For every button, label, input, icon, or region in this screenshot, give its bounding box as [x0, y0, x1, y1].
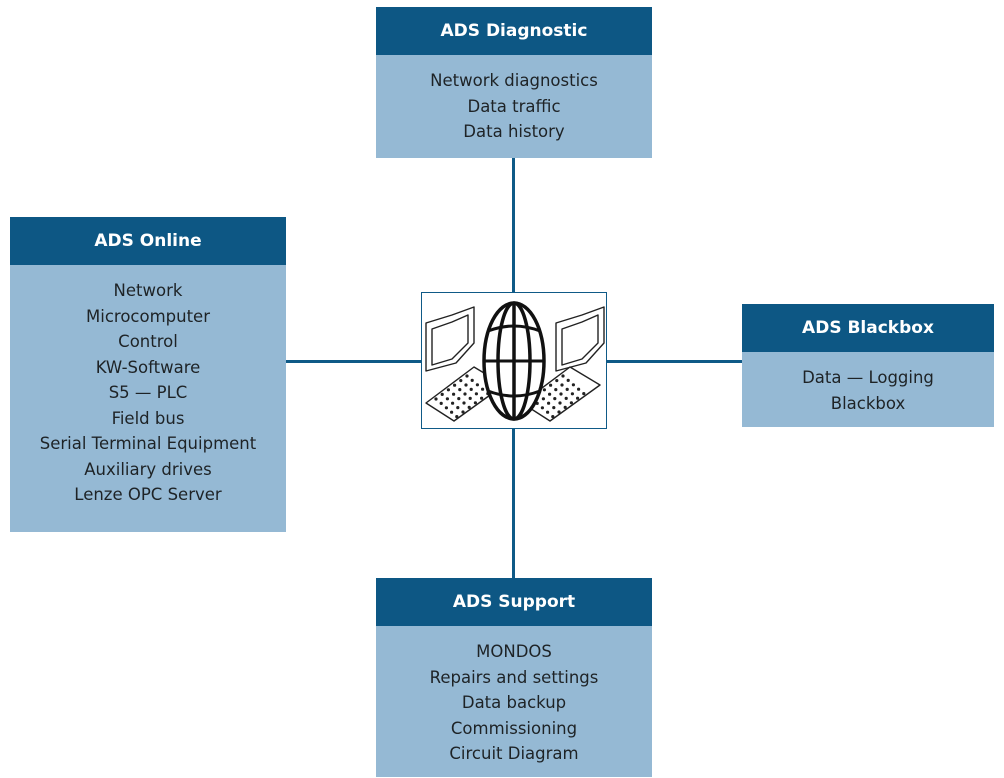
network-globe-computers-icon: [425, 301, 605, 422]
list-item: Lenze OPC Server: [74, 485, 222, 504]
list-item: Blackbox: [830, 393, 906, 413]
list-item: S5 — PLC: [108, 383, 188, 402]
connector-right: [606, 360, 742, 363]
list-item: Network: [113, 281, 183, 300]
ads-support-items: MONDOS Repairs and settings Data backup …: [376, 626, 652, 767]
list-item: Network diagnostics: [430, 71, 598, 90]
ads-diagnostic-title: ADS Diagnostic: [376, 7, 652, 55]
list-item: KW-Software: [95, 357, 201, 377]
list-item: Repairs and settings: [429, 667, 599, 687]
list-item: Field bus: [111, 408, 185, 428]
list-item: Control: [118, 332, 178, 351]
list-item: Data history: [463, 122, 565, 141]
connector-top: [512, 158, 515, 293]
ads-diagnostic-items: Network diagnostics Data traffic Data hi…: [376, 55, 652, 145]
list-item: Data — Logging: [802, 368, 934, 387]
list-item: Data traffic: [467, 96, 561, 116]
list-item: Circuit Diagram: [449, 744, 579, 763]
list-item: Microcomputer: [86, 306, 210, 326]
ads-blackbox-items: Data — Logging Blackbox: [742, 352, 994, 416]
ads-diagnostic-box: ADS Diagnostic Network diagnostics Data …: [376, 7, 652, 158]
list-item: Auxiliary drives: [84, 459, 212, 479]
ads-support-title: ADS Support: [376, 578, 652, 626]
list-item: Commissioning: [450, 718, 578, 738]
list-item: MONDOS: [476, 642, 552, 661]
ads-online-items: Network Microcomputer Control KW-Softwar…: [10, 265, 286, 508]
ads-blackbox-box: ADS Blackbox Data — Logging Blackbox: [742, 304, 994, 427]
ads-online-box: ADS Online Network Microcomputer Control…: [10, 217, 286, 532]
list-item: Serial Terminal Equipment: [39, 434, 257, 453]
connector-left: [286, 360, 422, 363]
connector-bottom: [512, 428, 515, 578]
network-hub: [421, 292, 607, 429]
ads-support-box: ADS Support MONDOS Repairs and settings …: [376, 578, 652, 777]
ads-online-title: ADS Online: [10, 217, 286, 265]
list-item: Data backup: [461, 693, 567, 712]
ads-blackbox-title: ADS Blackbox: [742, 304, 994, 352]
